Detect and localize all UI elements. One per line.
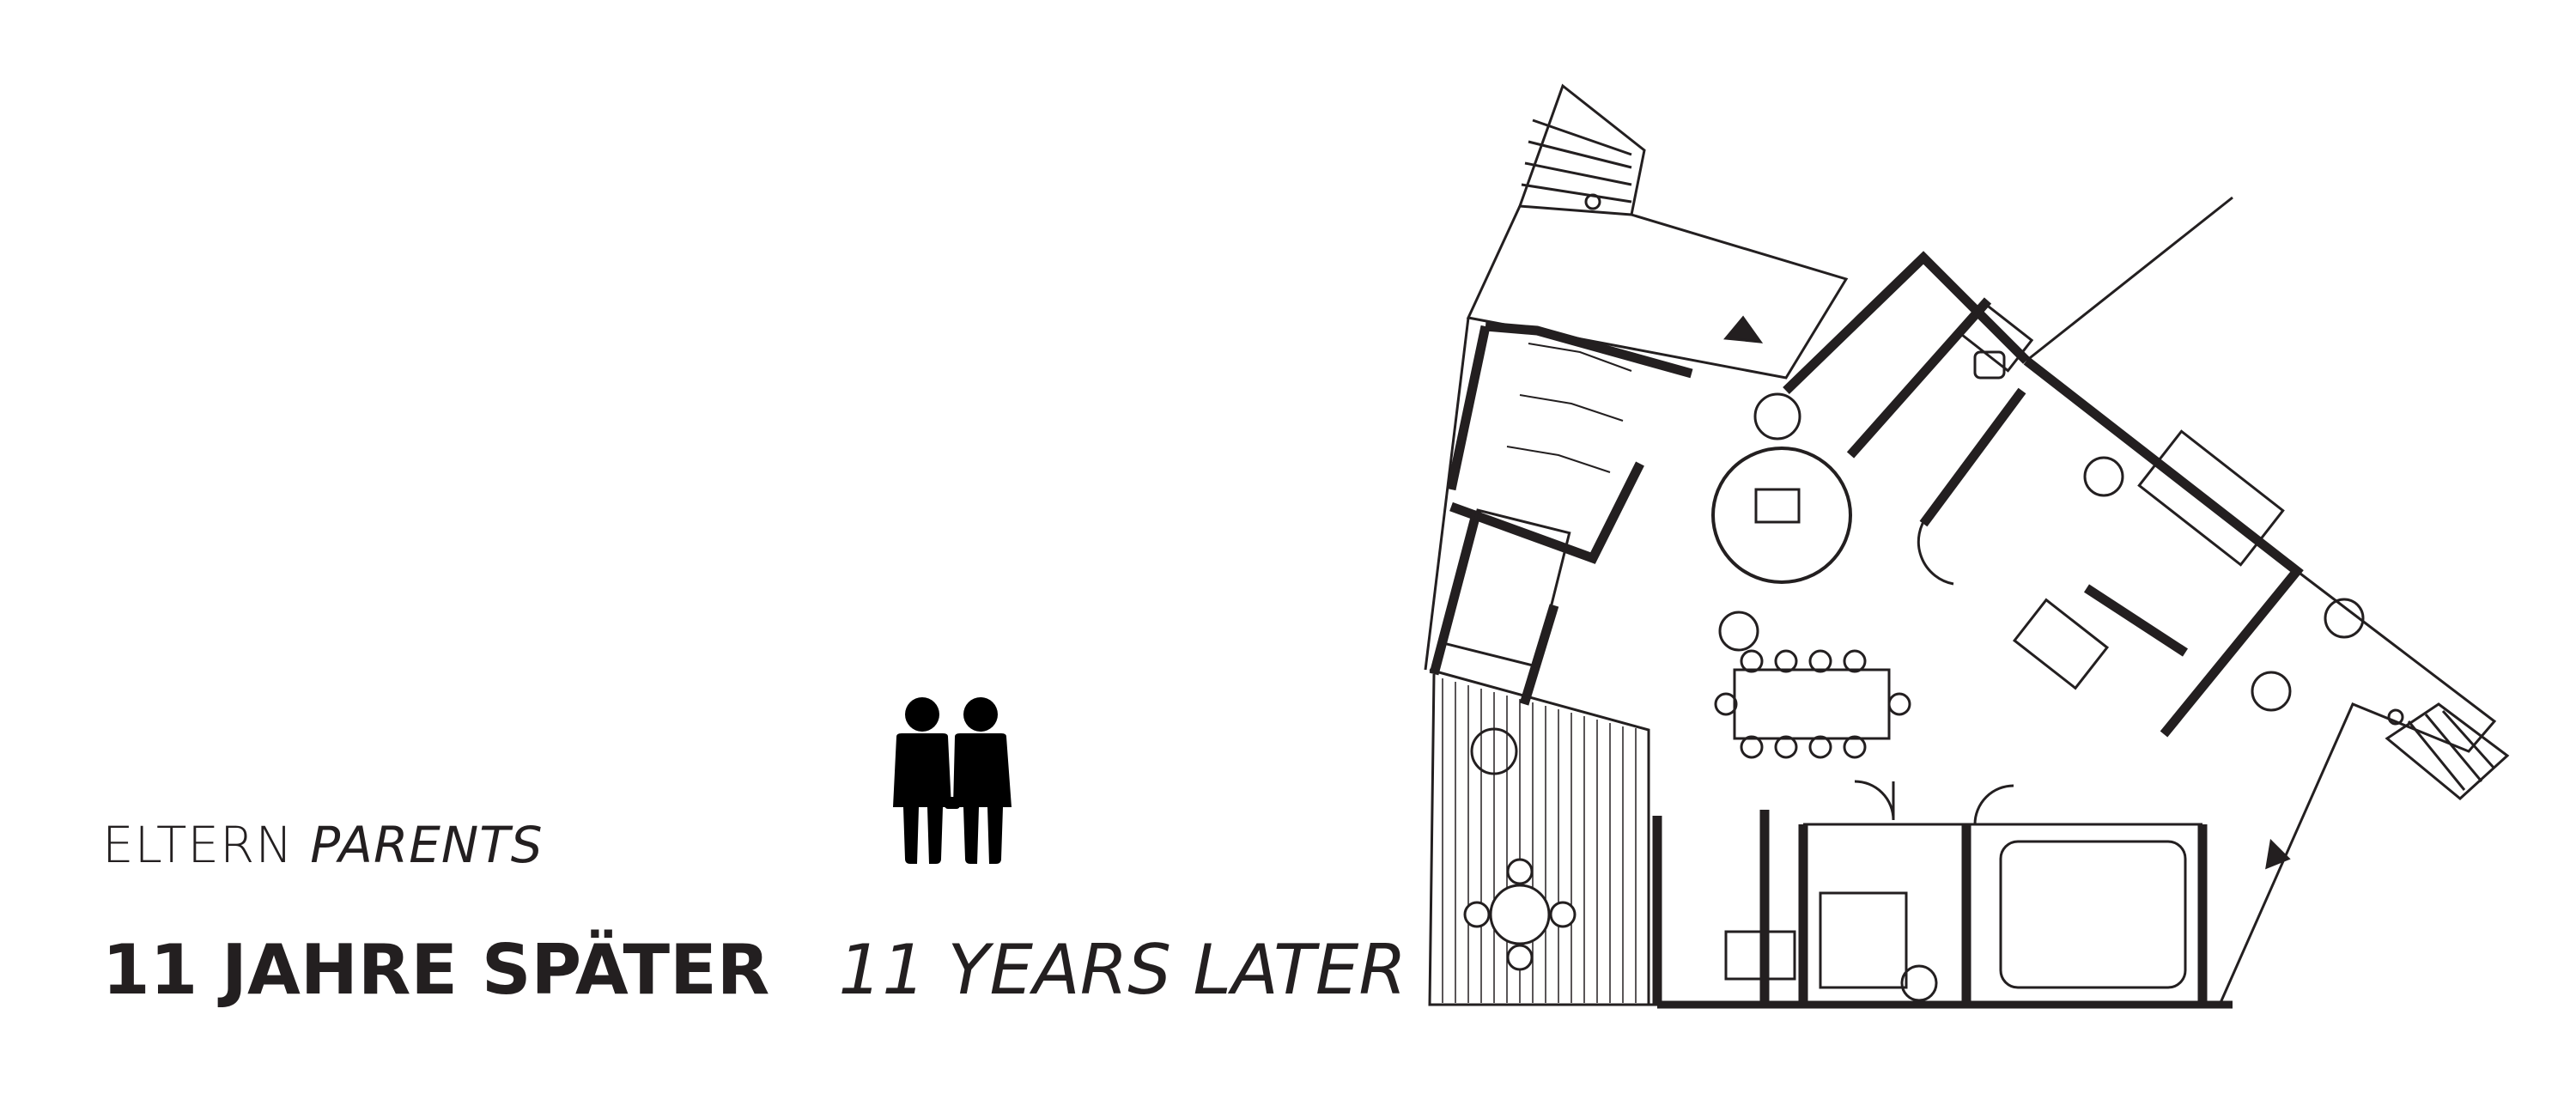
two-people-icon (893, 697, 1012, 864)
caption-parents-en: PARENTS (310, 816, 544, 874)
plant-icons (1470, 392, 2292, 775)
caption-parents: ELTERN PARENTS (102, 816, 544, 874)
caption-eltern: ELTERN (102, 816, 294, 874)
entrance-arrow-right (2265, 838, 2291, 870)
stair-right (2385, 702, 2510, 800)
caption-years-later-en: 11 YEARS LATER (838, 930, 1406, 1010)
entrance-arrow-top (1723, 315, 1764, 343)
stair-top-left (1517, 83, 1646, 216)
caption-jahre-spaeter: 11 JAHRE SPÄTER (102, 930, 770, 1010)
deck (1442, 678, 1637, 1003)
floor-plan (1424, 83, 2510, 1009)
